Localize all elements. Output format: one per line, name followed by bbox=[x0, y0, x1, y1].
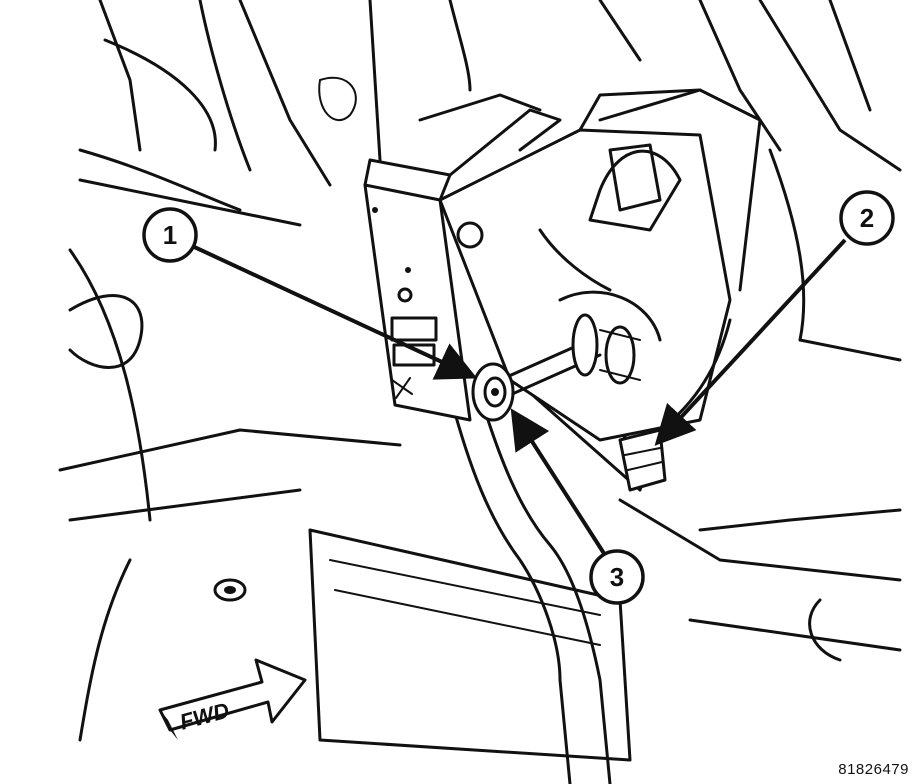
leader-3 bbox=[510, 408, 607, 557]
leader-lines bbox=[189, 238, 847, 557]
retainer-washer bbox=[471, 362, 515, 422]
callout-2-label: 2 bbox=[860, 203, 874, 233]
callout-3: 3 bbox=[589, 549, 645, 605]
floor-bolt bbox=[213, 578, 247, 602]
figure-id: 81826479 bbox=[838, 761, 909, 778]
callout-1: 1 bbox=[142, 207, 198, 263]
pivot-shaft bbox=[498, 313, 641, 397]
leader-1 bbox=[189, 243, 478, 380]
callout-1-label: 1 bbox=[163, 220, 177, 250]
callout-2: 2 bbox=[839, 190, 895, 246]
dash-structure bbox=[58, 0, 902, 742]
callout-3-label: 3 bbox=[610, 562, 624, 592]
fwd-arrow: FWD bbox=[158, 658, 307, 740]
pedal-pad bbox=[308, 528, 632, 762]
pedal-housing bbox=[418, 88, 762, 442]
leader-2 bbox=[654, 238, 847, 446]
